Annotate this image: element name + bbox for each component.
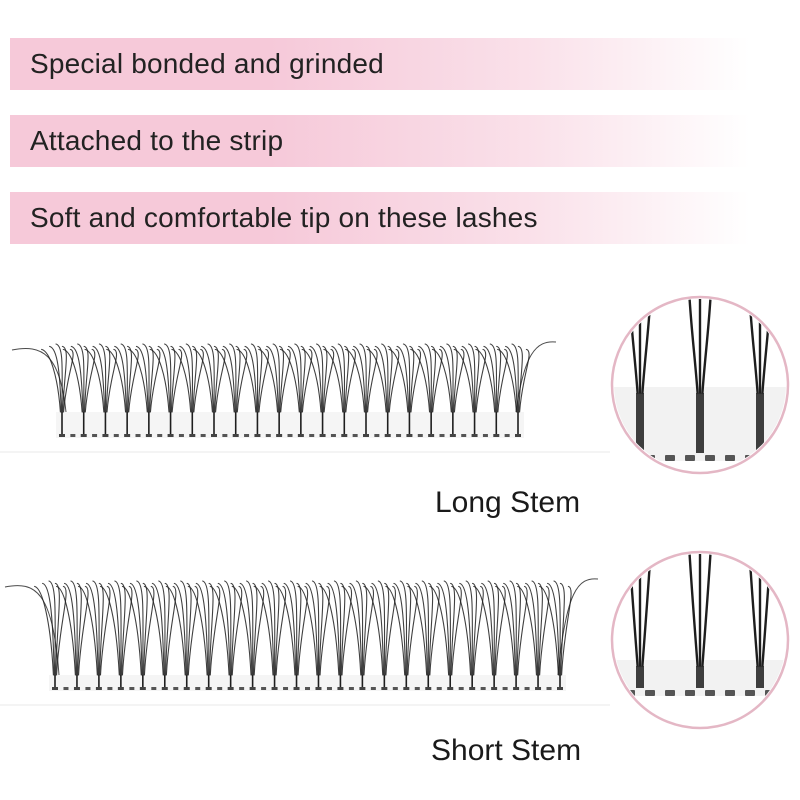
lash-cluster (56, 580, 91, 690)
zoom-base-block (745, 690, 755, 696)
short-stem-zoom-image (610, 550, 790, 730)
lash-cluster (99, 580, 135, 690)
lash-cluster (410, 343, 445, 437)
short-stem-lash-strip-image (0, 578, 610, 706)
lash-cluster (275, 580, 310, 690)
lash-cluster (106, 343, 141, 437)
lash-cluster (388, 343, 423, 437)
lash-cluster (165, 580, 201, 690)
lash-cluster (253, 580, 289, 690)
lash-cluster (77, 580, 113, 690)
lash-cluster (209, 580, 245, 690)
lash-end-wisp-right (515, 341, 557, 413)
lash-cluster (297, 580, 332, 690)
lash-cluster (366, 343, 402, 437)
zoom-base-block (685, 455, 695, 461)
zoom-base-block (705, 455, 715, 461)
zoom-base-block (725, 690, 735, 696)
lash-cluster (258, 343, 293, 437)
lash-cluster (539, 580, 572, 690)
lash-cluster (363, 580, 398, 690)
lash-cluster (187, 580, 223, 690)
feature-banner-3-text: Soft and comfortable tip on these lashes (30, 202, 538, 233)
lash-cluster (84, 343, 119, 437)
lash-cluster (34, 580, 69, 690)
lash-cluster (279, 343, 315, 437)
lash-cluster (149, 343, 184, 437)
lash-cluster (341, 580, 376, 690)
lash-cluster (429, 580, 464, 690)
lash-end-wisp-right (557, 578, 599, 676)
lash-cluster (323, 343, 358, 437)
zoom-lash-cluster (688, 554, 712, 688)
lash-cluster (453, 343, 488, 437)
zoom-base-block (645, 690, 655, 696)
lash-cluster (231, 580, 267, 690)
lash-cluster (451, 580, 486, 690)
zoom-base-block (625, 455, 635, 461)
lash-cluster (214, 343, 250, 437)
zoom-base-block (765, 455, 775, 461)
feature-banner-2-text: Attached to the strip (30, 125, 284, 156)
lash-cluster (407, 580, 442, 690)
short-stem-label: Short Stem (431, 734, 582, 767)
feature-banner-1-text: Special bonded and grinded (30, 48, 384, 79)
lash-cluster (431, 343, 467, 437)
zoom-base-block (705, 690, 715, 696)
lash-cluster (127, 343, 163, 437)
lash-cluster (473, 580, 508, 690)
lash-cluster (385, 580, 420, 690)
lash-end-wisp-left (11, 348, 67, 413)
lash-cluster (121, 580, 157, 690)
zoom-content (614, 299, 786, 461)
zoom-base-block (685, 690, 695, 696)
lash-cluster (171, 343, 206, 437)
lash-cluster (236, 343, 271, 437)
long-stem-label: Long Stem (435, 486, 581, 519)
zoom-lash-cluster (688, 299, 712, 453)
lash-cluster (62, 343, 98, 437)
zoom-base-block (725, 455, 735, 461)
lash-cluster (143, 580, 179, 690)
lash-cluster (517, 580, 552, 690)
feature-banner-2: Attached to the strip (10, 115, 750, 167)
zoom-base-block (665, 455, 675, 461)
lash-cluster (345, 343, 380, 437)
lash-end-wisp-left (4, 585, 60, 676)
lash-cluster (495, 580, 530, 690)
lash-cluster (193, 343, 228, 437)
lash-cluster (475, 343, 510, 437)
lash-cluster (41, 343, 76, 437)
feature-banner-3: Soft and comfortable tip on these lashes (10, 192, 750, 244)
zoom-base-block (665, 690, 675, 696)
lash-cluster (301, 343, 336, 437)
long-stem-lash-strip-image (0, 341, 610, 453)
long-stem-zoom-image (610, 295, 790, 475)
lash-base-band (56, 412, 524, 438)
feature-banner-1: Special bonded and grinded (10, 38, 750, 90)
lash-cluster (319, 580, 354, 690)
